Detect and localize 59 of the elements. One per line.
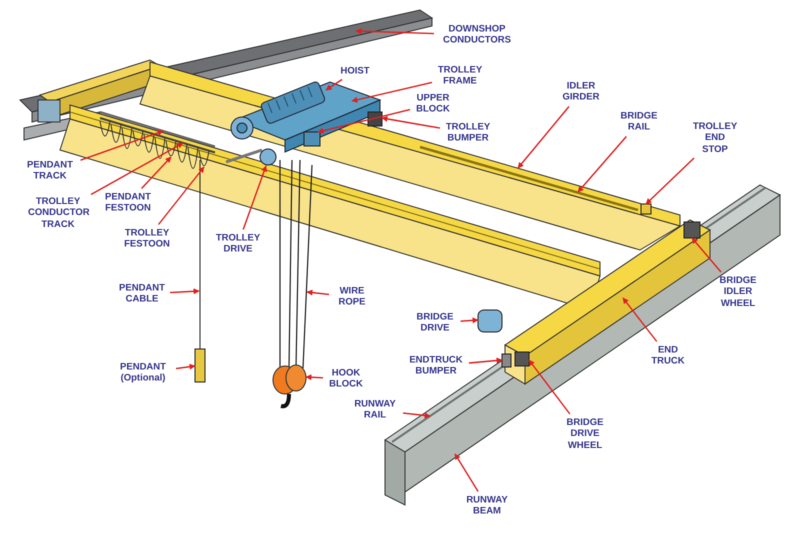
part-label: ENDTRUCK BUMPER [406,354,466,378]
trolley-bumper [368,112,382,126]
conductor-track [100,117,216,154]
leader-line [402,412,431,418]
part-label: PENDANT (Optional) [113,362,173,384]
hook-block [272,364,306,408]
leader-line [454,454,479,492]
part-label: TROLLEY FRAME [435,64,485,88]
wire-rope [279,160,313,368]
leader-line [517,106,570,168]
part-label: DOWNSHOP CONDUCTORS [437,24,517,46]
part-label: TROLLEY BUMPER [443,122,493,144]
end-truck [504,219,711,385]
part-label: BRIDGE DRIVE [412,312,458,334]
hoist-drum [230,80,326,140]
part-label: IDLER GIRDER [558,80,604,104]
part-label: BRIDGE RAIL [616,110,662,134]
part-label: TROLLEY CONDUCTOR TRACK [28,196,88,230]
bridge-rail [420,146,638,212]
part-label: HOIST [340,65,370,77]
leader-line [306,290,330,296]
leader-line [381,116,440,129]
part-label: BRIDGE DRIVE WHEEL [562,416,608,452]
part-label: BRIDGE IDLER WHEEL [716,274,760,310]
leader-line [622,298,658,342]
leader-line [351,82,432,103]
part-label: TROLLEY DRIVE [213,232,263,256]
leader-line [317,108,410,134]
leader-line [528,360,570,414]
part-label: PENDANT CABLE [117,282,167,306]
trolley-festoon [176,144,210,169]
part-label: RUNWAY RAIL [350,398,400,422]
leader-line [577,136,627,192]
part-label: TROLLEY FESTOON [120,228,174,250]
part-label: END TRUCK [646,344,690,368]
leader-line [242,165,267,230]
leader-line [355,28,434,34]
leader-line [176,364,196,370]
part-label: PENDANT FESTOON [100,192,156,214]
part-label: RUNWAY BEAM [464,494,510,518]
part-label: WIRE ROPE [332,286,372,308]
part-label: UPPER BLOCK [413,92,453,116]
pendant-control [194,348,206,382]
pendant-festoon [100,120,176,159]
leader-line [141,156,172,189]
leader-line [691,238,722,272]
leader-line [90,142,184,196]
trolley-drive-motor [260,148,276,166]
part-label: TROLLEY END STOP [692,120,738,156]
leader-line [326,78,342,91]
part-label: HOOK BLOCK [326,368,366,390]
leader-line [646,158,695,204]
leader-line [158,166,205,225]
leader-line [305,374,324,380]
part-label: PENDANT TRACK [22,160,78,182]
leader-line [460,317,479,324]
leader-line [468,358,503,364]
pendant-track [100,111,216,148]
leader-line [170,288,200,294]
